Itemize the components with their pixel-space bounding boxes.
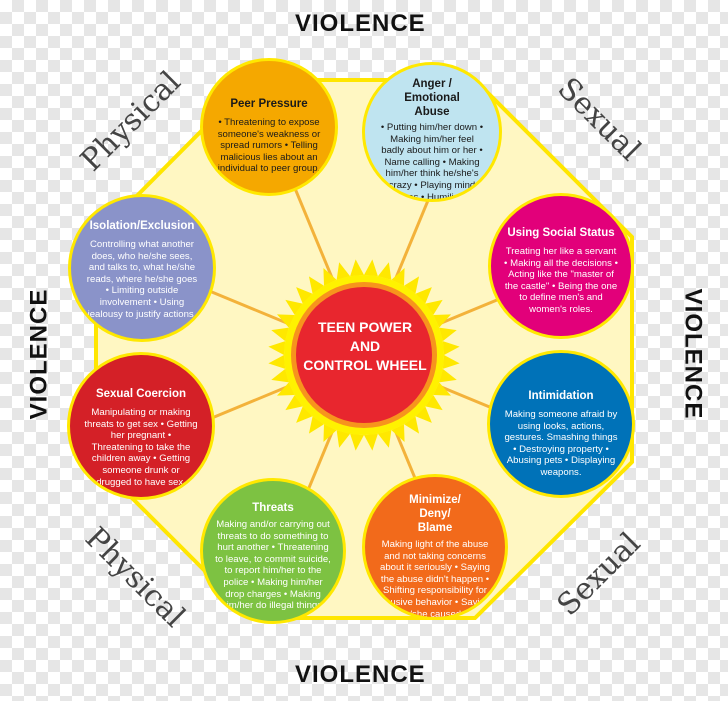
sun-ray xyxy=(439,368,457,383)
threats-text: Making and/or carrying out threats to do… xyxy=(215,519,331,612)
sun-ray xyxy=(296,287,313,304)
using-social-status-section: Using Social Status Treating her like a … xyxy=(488,193,634,339)
threats-section: Threats Making and/or carrying out threa… xyxy=(200,478,346,624)
center-title-line3: CONTROL WHEEL xyxy=(303,357,427,373)
minimize-deny-blame-section: Minimize/ Deny/ Blame Making light of th… xyxy=(362,474,508,620)
sun-ray xyxy=(268,355,286,369)
violence-label-right: VIOLENCE xyxy=(679,288,707,420)
sun-ray xyxy=(442,341,460,355)
violence-label-top: VIOLENCE xyxy=(295,10,426,37)
wheel-center-title: TEEN POWER AND CONTROL WHEEL xyxy=(299,318,431,375)
anger-emotional-abuse-text: • Putting him/her down • Making him/her … xyxy=(380,122,484,202)
isolation-exclusion-title: Isolation/Exclusion xyxy=(89,220,195,232)
sun-ray xyxy=(350,259,364,277)
sun-ray xyxy=(350,433,364,451)
sun-ray xyxy=(296,406,313,423)
threats-title: Threats xyxy=(252,502,294,514)
intimidation-title: Intimidation xyxy=(528,390,594,402)
sun-ray xyxy=(336,262,351,280)
sun-ray xyxy=(377,262,392,280)
sun-ray xyxy=(308,416,324,434)
sun-ray xyxy=(404,416,420,434)
violence-label-left: VIOLENCE xyxy=(25,288,53,420)
intimidation-text: Making someone afraid by using looks, ac… xyxy=(504,409,618,478)
sexual-coercion-text: Manipulating or making threats to get se… xyxy=(84,407,198,488)
minimize-deny-blame-title: Minimize/ Deny/ Blame xyxy=(409,494,461,534)
sun-ray xyxy=(364,259,378,277)
hub-circle xyxy=(296,287,432,423)
sun-rays xyxy=(268,259,460,451)
peer-pressure-text: • Threatening to expose someone's weakne… xyxy=(217,117,321,175)
sun-ray xyxy=(285,395,303,411)
sun-ray xyxy=(285,299,303,315)
sun-ray xyxy=(308,276,324,294)
sun-ray xyxy=(271,368,289,383)
sun-ray xyxy=(271,327,289,342)
sun-ray xyxy=(404,276,420,294)
center-title-line2: AND xyxy=(349,338,381,354)
sun-ray xyxy=(442,355,460,369)
sun-ray xyxy=(364,433,378,451)
sun-ray xyxy=(415,287,432,304)
violence-label-bottom: VIOLENCE xyxy=(295,661,426,688)
peer-pressure-section: Peer Pressure • Threatening to expose so… xyxy=(200,58,338,196)
isolation-exclusion-section: Isolation/Exclusion Controlling what ano… xyxy=(68,194,216,342)
anger-emotional-abuse-section: Anger / Emotional Abuse • Putting him/he… xyxy=(362,62,502,202)
sexual-coercion-title: Sexual Coercion xyxy=(95,388,187,400)
sun-ray xyxy=(377,430,392,448)
isolation-exclusion-text: Controlling what another does, who he/sh… xyxy=(86,239,198,320)
using-social-status-text: Treating her like a servant • Making all… xyxy=(504,246,618,315)
minimize-deny-blame-text: Making light of the abuse and not taking… xyxy=(379,539,491,620)
anger-emotional-abuse-title: Anger / Emotional Abuse xyxy=(404,78,460,118)
intimidation-section: Intimidation Making someone afraid by us… xyxy=(487,350,635,498)
center-title-line1: TEEN POWER xyxy=(317,319,413,335)
sexual-coercion-section: Sexual Coercion Manipulating or making t… xyxy=(67,352,215,500)
sun-ray xyxy=(425,299,443,315)
sun-ray xyxy=(415,406,432,423)
sun-ray xyxy=(425,395,443,411)
peer-pressure-title: Peer Pressure xyxy=(230,98,308,110)
using-social-status-title: Using Social Status xyxy=(507,227,615,239)
sun-ray xyxy=(439,327,457,342)
sun-ray xyxy=(336,430,351,448)
sun-ray xyxy=(268,341,286,355)
